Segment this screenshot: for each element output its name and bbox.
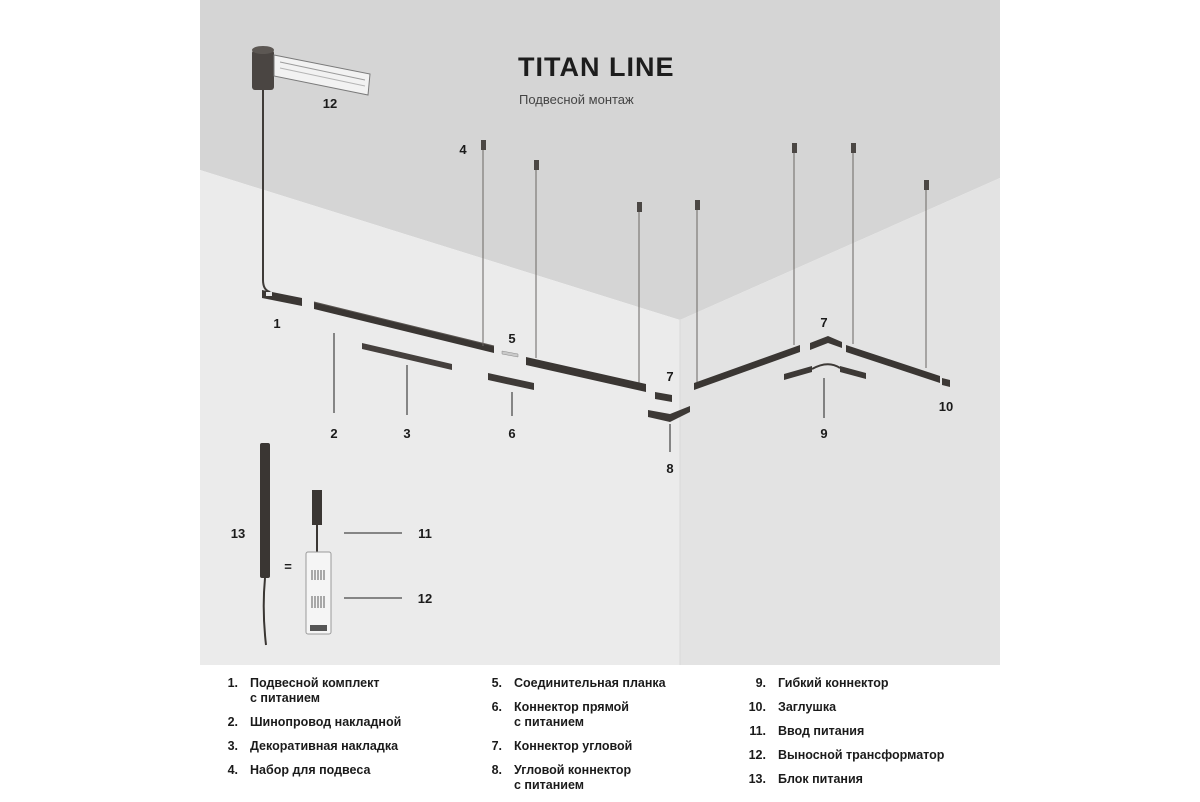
straight-connector-6 <box>488 373 534 390</box>
connection-plate-5 <box>501 350 519 358</box>
legend-item-5: 5. Соединительная планка <box>480 676 714 691</box>
legend-text: Соединительная планка <box>514 676 666 690</box>
legend-number: 12. <box>748 748 766 762</box>
legend-text: Коннектор угловой <box>514 739 633 753</box>
callout-1: 1 <box>273 316 281 331</box>
legend-column-2: 5. Соединительная планка 6. Коннектор пр… <box>480 676 714 802</box>
legend-item-6: 6. Коннектор прямой с питанием <box>480 700 714 730</box>
callout-3: 3 <box>403 426 411 441</box>
legend-number: 7. <box>491 739 502 753</box>
callout-10: 10 <box>938 399 954 414</box>
callout-13: 13 <box>230 526 246 541</box>
suspension-kit-with-power <box>262 90 302 306</box>
legend-number: 13. <box>748 772 766 786</box>
left-wall <box>200 170 680 665</box>
legend-item-8: 8. Угловой коннектор с питанием <box>480 763 714 793</box>
suspension-wires <box>482 145 927 384</box>
legend-text: Заглушка <box>778 700 837 714</box>
callout-12-top: 12 <box>322 96 338 111</box>
legend-text: Блок питания <box>778 772 863 786</box>
legend-item-4: 4. Набор для подвеса <box>216 763 450 778</box>
page-subtitle: Подвесной монтаж <box>519 92 634 107</box>
legend-number: 1. <box>227 676 238 690</box>
power-block-13 <box>260 443 270 646</box>
callout-7-left: 7 <box>666 369 674 384</box>
legend-column-3: 9. Гибкий коннектор 10. Заглушка 11. Вво… <box>744 676 978 796</box>
legend-number: 11. <box>749 724 766 738</box>
legend-item-7: 7. Коннектор угловой <box>480 739 714 754</box>
legend-item-11: 11. Ввод питания <box>744 724 978 739</box>
legend-text: Угловой коннектор с питанием <box>514 763 632 792</box>
legend-text: Гибкий коннектор <box>778 676 889 690</box>
callout-5: 5 <box>508 331 516 346</box>
track-segment-a <box>526 357 646 392</box>
legend-text: Набор для подвеса <box>250 763 371 777</box>
legend-item-10: 10. Заглушка <box>744 700 978 715</box>
track-segment-b <box>694 345 800 390</box>
legend-text: Шинопровод накладной <box>250 715 402 729</box>
legend-number: 5. <box>491 676 502 690</box>
legend-number: 6. <box>491 700 502 714</box>
legend-text: Подвесной комплект с питанием <box>250 676 380 705</box>
callout-11: 11 <box>418 526 432 541</box>
legend-text: Ввод питания <box>778 724 865 738</box>
legend-column-1: 1. Подвесной комплект с питанием 2. Шино… <box>216 676 450 787</box>
flexible-connector-9 <box>784 363 866 380</box>
callout-7-right: 7 <box>820 315 828 330</box>
corner-connector-7b <box>810 336 842 350</box>
callout-9: 9 <box>820 426 828 441</box>
track-segment-c <box>846 345 940 383</box>
legend-item-3: 3. Декоративная накладка <box>216 739 450 754</box>
decorative-cover-3 <box>362 343 452 370</box>
page-title: TITAN LINE <box>518 52 675 82</box>
legend-number: 2. <box>227 715 238 729</box>
remote-transformer-ceiling <box>252 46 371 96</box>
power-input-11 <box>312 490 322 552</box>
legend-number: 9. <box>755 676 766 690</box>
transformer-12 <box>305 551 332 635</box>
legend-item-1: 1. Подвесной комплект с питанием <box>216 676 450 706</box>
legend-item-2: 2. Шинопровод накладной <box>216 715 450 730</box>
surface-track-2 <box>314 302 494 353</box>
legend-item-9: 9. Гибкий коннектор <box>744 676 978 691</box>
legend-text: Декоративная накладка <box>250 739 399 753</box>
callout-4: 4 <box>459 142 467 157</box>
right-wall <box>680 178 1000 665</box>
corner-connector-7a <box>655 392 672 402</box>
wire-anchors <box>481 140 929 212</box>
legend-item-13: 13. Блок питания <box>744 772 978 787</box>
legend-item-12: 12. Выносной трансформатор <box>744 748 978 763</box>
legend-number: 3. <box>227 739 238 753</box>
equals-sign: = <box>284 559 292 574</box>
ceiling <box>200 0 1000 320</box>
callout-2: 2 <box>330 426 338 441</box>
legend-text: Выносной трансформатор <box>778 748 945 762</box>
callout-8: 8 <box>666 461 674 476</box>
legend-number: 10. <box>748 700 766 714</box>
callout-12: 12 <box>417 591 433 606</box>
legend-text: Коннектор прямой с питанием <box>514 700 629 729</box>
end-cap-10 <box>942 378 950 387</box>
corner-connector-powered-8 <box>648 406 690 422</box>
legend-number: 4. <box>227 763 238 777</box>
legend-number: 8. <box>491 763 502 777</box>
callout-6: 6 <box>508 426 516 441</box>
